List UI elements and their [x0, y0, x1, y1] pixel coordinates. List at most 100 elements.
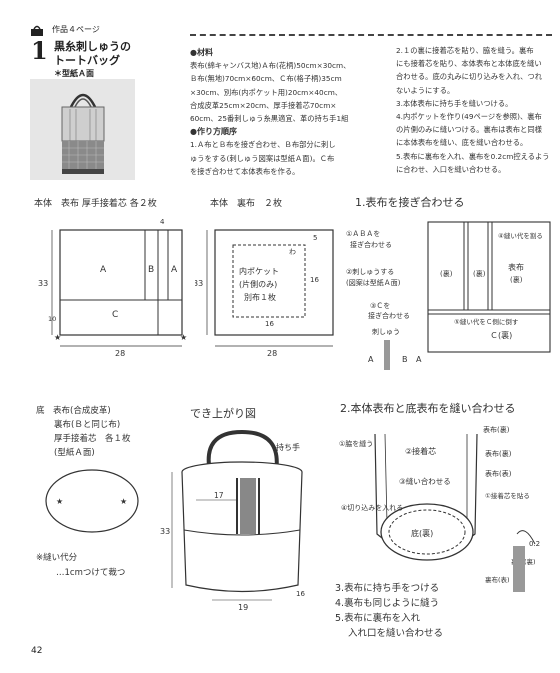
step-line: に合わせ、入口を縫い合わせる。	[396, 164, 506, 174]
title-line1: 黒糸刺しゅうの	[54, 40, 131, 53]
materials-line: ×30cm、別布(内ポケット用)20cm×40cm、	[190, 87, 343, 97]
step-line: 3.本体表布に持ち手を縫いつける。	[396, 98, 513, 108]
s1-ura-mid: (裏)	[473, 269, 486, 278]
finished-d19: 19	[238, 603, 248, 610]
s1-A2: A	[416, 355, 422, 364]
body-lining-label: 本体 裏布 ２枚	[210, 199, 283, 209]
s1-n3: ③Ｃを	[370, 302, 390, 310]
s2-ura: 表布(裏)	[485, 449, 512, 458]
item-number: 1	[31, 36, 48, 65]
body-outer-label: 本体 表布 厚手接着芯 各２枚	[34, 199, 157, 209]
materials-line: 表布(綿キャンバス地)Ａ布(花柄)50cm×30cm、	[190, 61, 351, 71]
body-outer-dim-w: 28	[115, 349, 125, 358]
finished-d17: 17	[214, 491, 224, 500]
step-line: 1.Ａ布とＢ布を接ぎ合わせ、Ｂ布部分に刺し	[190, 140, 336, 150]
s2-front: 表布(表)	[485, 469, 512, 478]
s2-n4: ④切り込みを入れる	[341, 503, 403, 512]
finished-d33: 33	[160, 527, 170, 536]
finished-bag-diagram: 持ち手 17 33 19 16	[160, 429, 305, 610]
step1-title: 1.表布を接ぎ合わせる	[355, 196, 465, 209]
s2-n3: ③縫い合わせる	[399, 476, 451, 486]
body-outer-dim-c: 10	[48, 315, 56, 323]
step-line: ないようにする。	[396, 85, 455, 95]
bottom-label-4: (型紙Ａ面)	[54, 448, 95, 458]
materials-heading: ●材料	[190, 48, 213, 57]
final-step-5: 5.表布に裏布を入れ	[335, 613, 421, 624]
title-line2: トートバッグ	[54, 54, 120, 67]
s1-front: 表布	[508, 262, 524, 272]
materials-line: Ｂ布(無地)70cm×60cm、Ｃ布(格子柄)35cm	[190, 74, 342, 84]
step-line: 4.内ポケットを作り(49ページを参照)、裏布	[396, 112, 542, 122]
steps-column-2: 2.１の裏に接着芯を貼り、脇を縫う。裏布 にも接着芯を貼り、本体表布と本体底を縫…	[396, 44, 556, 176]
steps-heading: ●作り方順序	[190, 127, 237, 137]
materials-line: 60cm、25番刺しゅう糸黒適宜、革の持ち手1組	[190, 114, 349, 124]
step-line: にも接着芯を貼り、本体表布と本体底を縫い	[396, 59, 542, 69]
seam-note-1: ※縫い代分	[36, 553, 78, 563]
s2-n5: ①接着芯を貼る	[485, 491, 530, 500]
lining-dim-h: 33	[195, 279, 203, 288]
body-lining-diagram: わ 内ポケット (片側のみ) 別布１枚 5 16 16 33 28	[195, 229, 334, 358]
s2-lining-front: 裏布(表)	[485, 575, 510, 584]
pattern-note: ＊型紙Ａ面	[54, 69, 94, 78]
lining-dim-5: 5	[313, 234, 317, 242]
body-outer-A2: A	[171, 265, 178, 275]
final-step-5b: 入れ口を縫い合わせる	[348, 628, 444, 639]
pocket-label-2: (片側のみ)	[239, 279, 277, 289]
step-line: を接ぎ合わせて本体表布を作る。	[190, 166, 300, 176]
step-line: 合わせる。底の丸みに切り込みを入れ、つれ	[396, 72, 543, 82]
step-line: の片側のみに縫いつける。裏布は表布と同様	[396, 125, 542, 135]
s1-ura-left: (裏)	[440, 269, 453, 278]
svg-text:★: ★	[56, 497, 63, 506]
body-outer-dim-h: 33	[38, 279, 48, 288]
svg-text:★: ★	[120, 497, 127, 506]
step-line: に本体表布を縫い、底を縫い合わせる。	[396, 138, 528, 148]
bag-photo	[30, 79, 135, 180]
pocket-label-3: 別布１枚	[244, 292, 276, 302]
s1-n2b: (図案は型紙Ａ面)	[346, 278, 401, 287]
s2-front-ura: 表布(裏)	[483, 425, 510, 434]
bottom-oval: ★ ★	[45, 469, 139, 533]
body-outer-B: B	[148, 265, 154, 275]
s1-B: B	[402, 355, 408, 364]
page-number: 42	[31, 646, 43, 656]
step1-diagram: (裏) (裏) 表布 (裏) Ｃ(裏) ①ＡＢＡを 接ぎ合わせる ②刺しゅうする…	[346, 221, 551, 370]
step-line: ゅうをする(刺しゅう図案は型紙Ａ面)。Ｃ布	[190, 153, 335, 163]
step-line: 2.１の裏に接着芯を貼り、脇を縫う。裏布	[396, 46, 534, 55]
s1-step5: ⑤縫い代をＣ側に倒す	[454, 317, 519, 326]
pocket-label-1: 内ポケット	[239, 266, 279, 276]
step2-diagram: 底(裏) ②接着芯 ③縫い合わせる 表布(裏) 表布(裏) 表布(表) ①接着芯…	[339, 425, 540, 592]
seam-note-2: …1cmつけて裁つ	[56, 568, 126, 578]
body-outer-dim-top: 4	[160, 218, 165, 226]
materials-block: ●材料 表布(綿キャンバス地)Ａ布(花柄)50cm×30cm、 Ｂ布(無地)70…	[190, 46, 385, 178]
body-outer-A: A	[100, 265, 107, 275]
s1-stitch: 刺しゅう	[372, 327, 400, 336]
page-reference: 作品４ページ	[52, 25, 100, 34]
s1-n1b: 接ぎ合わせる	[350, 240, 392, 249]
bag-icon	[30, 22, 44, 36]
lining-dim-16a: 16	[310, 276, 319, 284]
bottom-label-1: 底 表布(合成皮革)	[36, 406, 111, 416]
lining-dim-w: 28	[267, 349, 277, 358]
s1-C: Ｃ(裏)	[490, 330, 512, 340]
s1-step4: ④縫い代を割る	[498, 231, 543, 240]
s2-n1: ①脇を縫う	[339, 439, 373, 448]
bottom-label-3: 厚手接着芯 各１枚	[54, 434, 131, 444]
s1-A1: A	[368, 355, 374, 364]
header-dashed-rule	[190, 34, 552, 36]
body-outer-C: C	[112, 310, 118, 320]
final-step-3: 3.表布に持ち手をつける	[335, 583, 440, 594]
s1-n2: ②刺しゅうする	[346, 267, 394, 276]
s1-n1: ①ＡＢＡを	[346, 230, 380, 238]
pocket-fold: わ	[289, 248, 296, 256]
step2-title: 2.本体表布と底表布を縫い合わせる	[340, 402, 516, 415]
finished-title: でき上がり図	[190, 407, 256, 420]
s1-n3b: 接ぎ合わせる	[368, 311, 410, 320]
s1-front-ura: (裏)	[510, 275, 523, 284]
materials-line: 合成皮革25cm×20cm、厚手接着芯70cm×	[190, 100, 337, 110]
bottom-label-2: 裏布(Ｂと同じ布)	[54, 420, 121, 430]
s2-bottom-ura: 底(裏)	[411, 528, 433, 538]
lining-dim-16b: 16	[265, 320, 274, 328]
step-line: 5.表布に裏布を入れ、裏布を0.2cm控えるよう	[396, 151, 550, 161]
body-outer-diagram: A B A C 33 28 4 10 ★ ★	[38, 218, 187, 358]
finished-d16: 16	[296, 590, 305, 598]
